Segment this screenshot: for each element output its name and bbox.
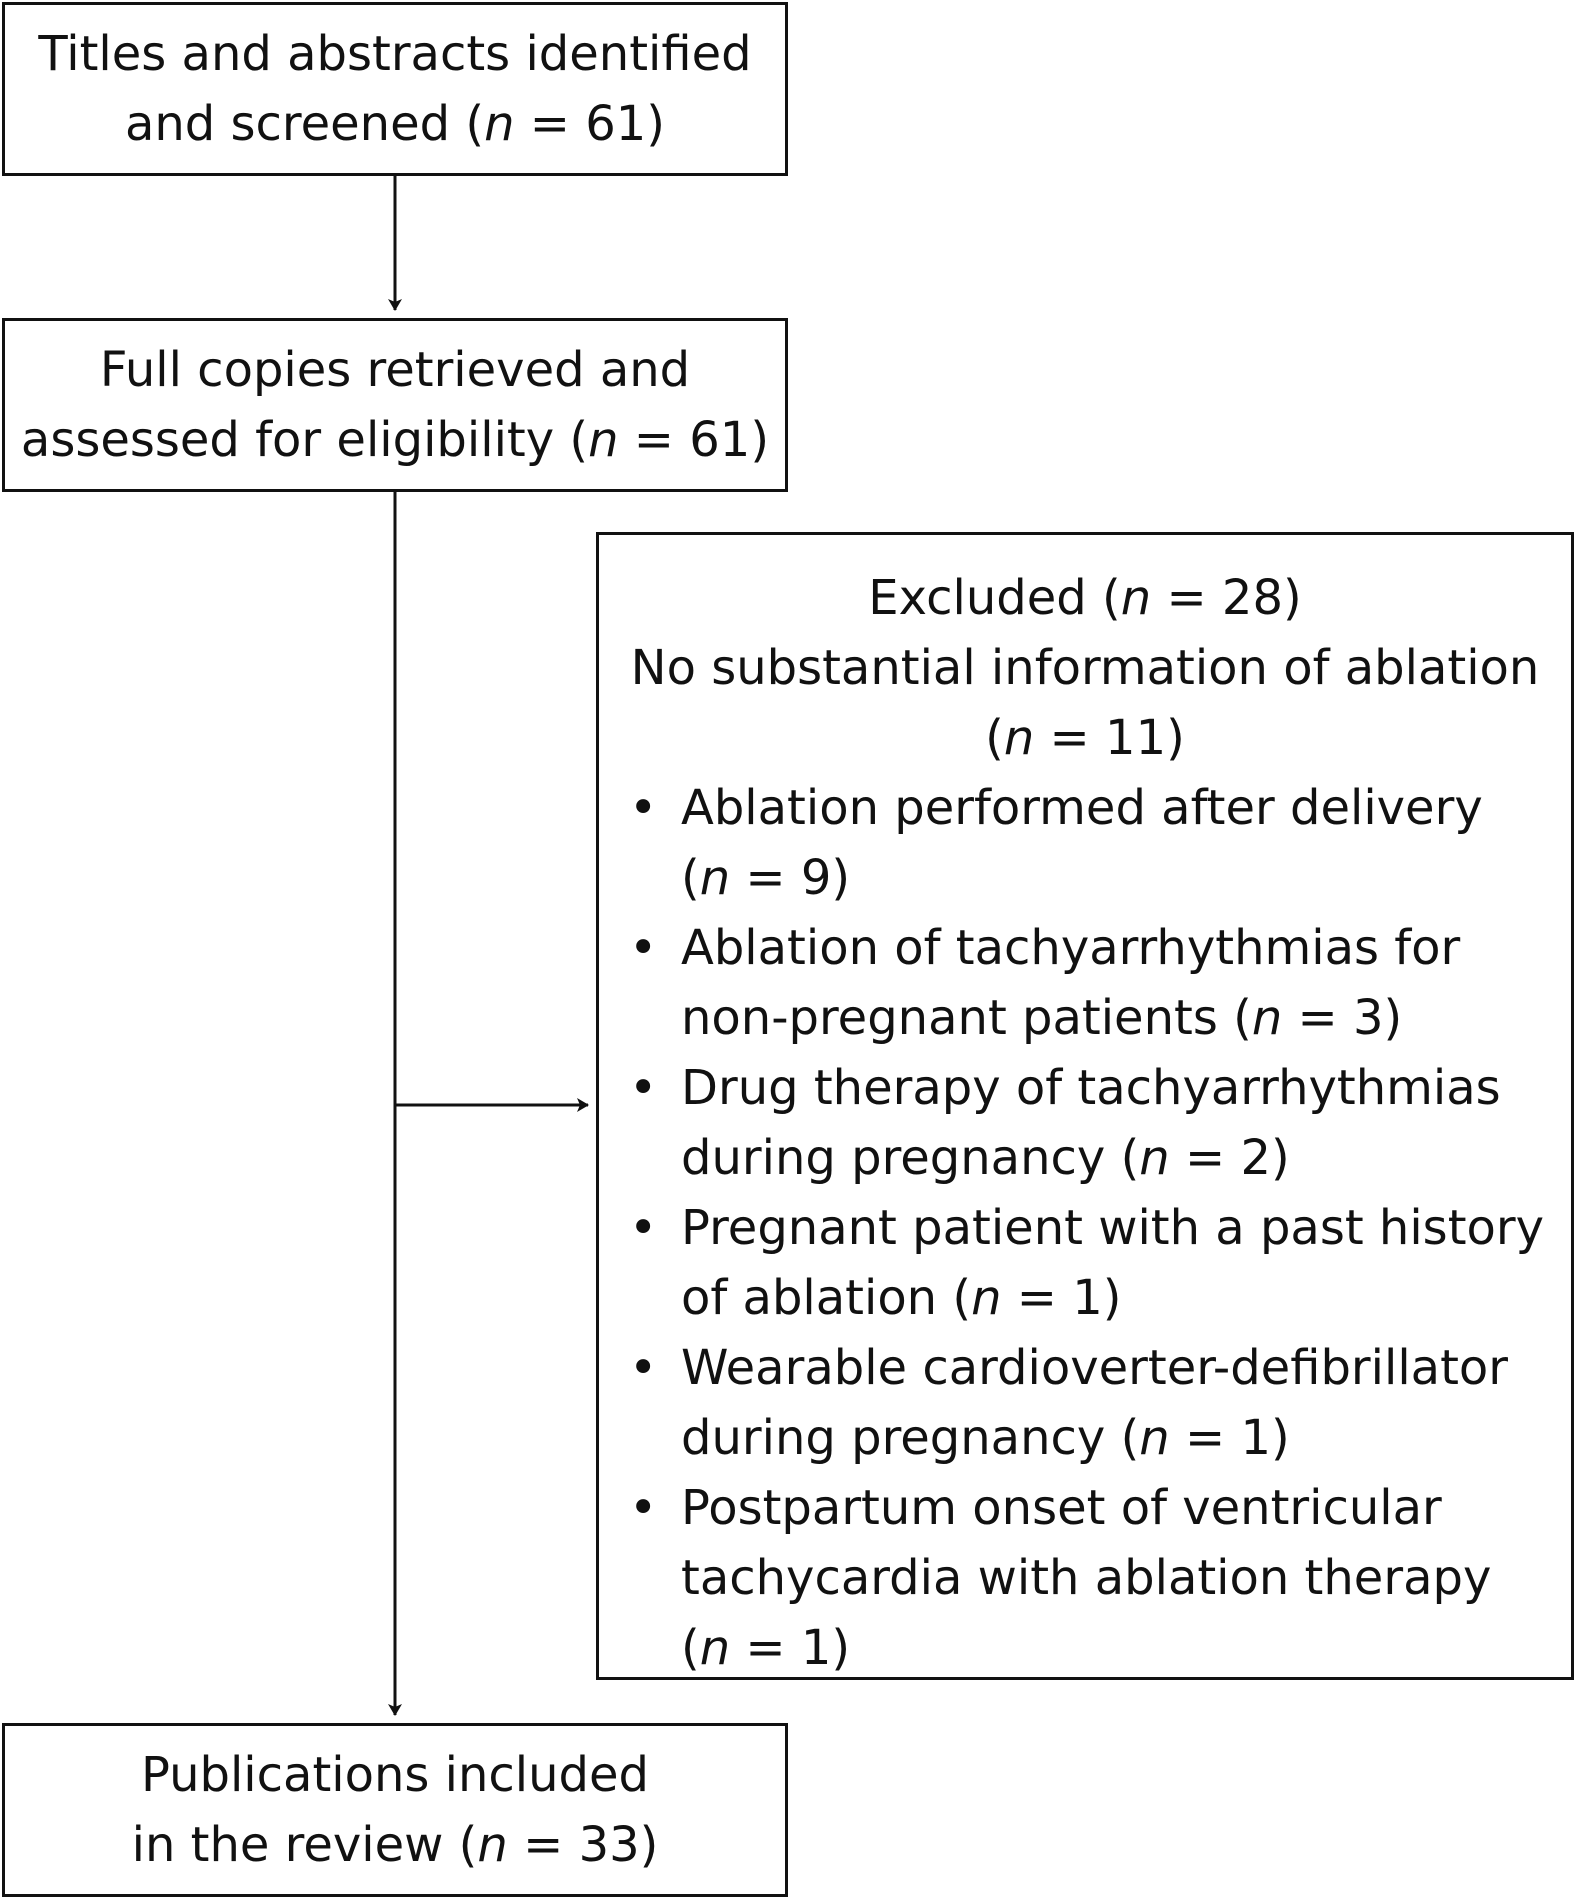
exclusion-reason: • Wearable cardioverter-defibrillator du… bbox=[629, 1340, 1508, 1466]
excluded-subtitle-count: (n = 11) bbox=[985, 710, 1185, 766]
box-screened: Titles and abstracts identified and scre… bbox=[2, 2, 788, 176]
exclusion-reason: • Postpartum onset of ventricular tachyc… bbox=[629, 1480, 1492, 1676]
excluded-title: Excluded (n = 28) bbox=[868, 570, 1302, 626]
box-included: Publications included in the review (n =… bbox=[2, 1723, 788, 1897]
box-assessed-line-1: Full copies retrieved and bbox=[99, 342, 691, 398]
exclusion-reason: • Ablation of tachyarrhythmias for non-p… bbox=[629, 920, 1461, 1046]
box-excluded: Excluded (n = 28) No substantial informa… bbox=[596, 532, 1574, 1680]
exclusion-reason: • Drug therapy of tachyarrhythmias durin… bbox=[629, 1060, 1501, 1186]
box-included-line-2: in the review (n = 33) bbox=[131, 1817, 659, 1873]
box-included-line-1: Publications included bbox=[140, 1747, 650, 1803]
box-assessed: Full copies retrieved and assessed for e… bbox=[2, 318, 788, 492]
box-screened-line-2: and screened (n = 61) bbox=[124, 96, 666, 152]
box-screened-line-1: Titles and abstracts identified bbox=[38, 26, 752, 82]
exclusion-reason-list: • Ablation performed after delivery (n =… bbox=[599, 773, 1571, 1683]
box-assessed-line-2: assessed for eligibility (n = 61) bbox=[20, 412, 770, 468]
exclusion-reason: • Ablation performed after delivery (n =… bbox=[629, 780, 1483, 906]
exclusion-reason: • Pregnant patient with a past history o… bbox=[629, 1200, 1545, 1326]
excluded-subtitle: No substantial information of ablation bbox=[630, 640, 1540, 696]
